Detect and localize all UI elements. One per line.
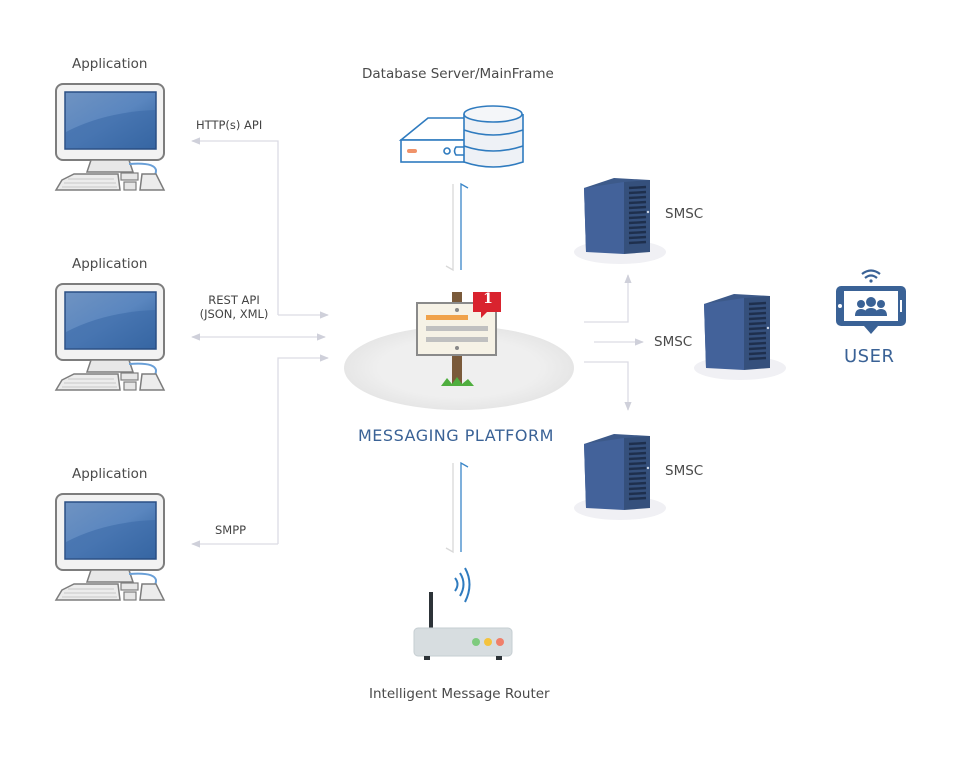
http-api-label: HTTP(s) API (196, 118, 263, 132)
user-label: USER (844, 346, 895, 367)
router-link (445, 461, 469, 554)
app3-label: Application (72, 466, 148, 482)
smsc3-server-icon (572, 430, 668, 526)
smsc2-server-icon (692, 290, 788, 386)
database-link (445, 182, 469, 272)
router-icon (413, 567, 513, 660)
smpp-label: SMPP (215, 523, 247, 537)
rest-api-label: REST API (JSON, XML) (194, 293, 274, 321)
smsc3-label: SMSC (665, 463, 704, 479)
smsc3-connector (584, 361, 632, 411)
http-connector (191, 137, 279, 315)
app1-label: Application (72, 56, 148, 72)
rest-api-label-line1: REST API (208, 293, 260, 307)
app2-label: Application (72, 256, 148, 272)
app3-computer-icon (54, 492, 170, 608)
smpp-connector (277, 354, 329, 544)
smsc1-connector (584, 274, 632, 323)
app1-computer-icon (54, 82, 170, 198)
notification-badge-count: 1 (483, 291, 493, 307)
messaging-platform-label: MESSAGING PLATFORM (358, 426, 554, 445)
app2-computer-icon (54, 282, 170, 398)
notification-badge (473, 292, 501, 318)
smsc2-label: SMSC (654, 334, 693, 350)
mobile-users-icon (836, 269, 906, 334)
smsc1-server-icon (572, 174, 668, 270)
messaging-platform-icon (344, 292, 574, 410)
database-server-icon (398, 105, 524, 168)
rest-api-label-line2: (JSON, XML) (199, 307, 269, 321)
smsc1-label: SMSC (665, 206, 704, 222)
router-label: Intelligent Message Router (369, 686, 550, 702)
database-label: Database Server/MainFrame (362, 66, 554, 82)
